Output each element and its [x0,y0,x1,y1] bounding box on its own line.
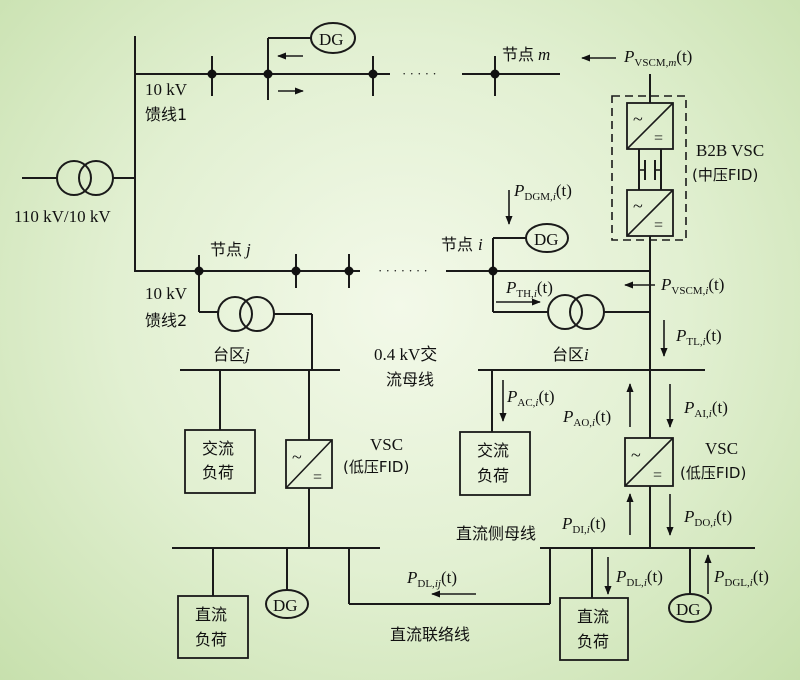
ac-bus-label-1: 0.4 kV交 [374,345,437,364]
svg-text:~: ~ [292,447,302,467]
feeder1-nodes [207,56,500,100]
district-j-label: 台区 [213,345,245,364]
dg-dc-i-label: DG [676,600,701,619]
ac-load-i [459,431,531,496]
ac-load-j [184,429,256,494]
dg-dc-j [265,589,309,619]
b2b-converter-bottom: ~ = [626,189,674,237]
dc-tie-line [348,548,551,605]
svg-text:~: ~ [631,445,641,465]
p-dl-ij: PDL,ij(t) [406,568,457,590]
p-ac-i: PAC,i(t) [506,387,555,409]
dc-load-i-label2: 负荷 [577,632,609,651]
feeder1-name: 馈线1 [145,105,187,124]
p-dgm-i: PDGM,i(t) [513,181,572,203]
b2b-subtitle: (中压FID) [692,166,758,184]
feeder1-ellipsis: · · · · · [402,66,437,81]
vsc-i-subtitle: (低压FID) [680,464,746,482]
feeder1-kv: 10 kV [145,80,188,99]
feeder2-nodes [194,254,498,312]
feeder2-kv: 10 kV [145,284,188,303]
dc-load-j-label2: 负荷 [195,630,227,649]
main-transformer [22,160,135,196]
ac-load-j-label1: 交流 [202,439,234,458]
vsc-i: ~ = [624,437,674,487]
dc-load-i-label1: 直流 [577,607,609,626]
node-j-label: 节点 [210,240,242,259]
p-di-i: PDI,i(t) [561,514,606,536]
svg-text:=: = [653,467,662,484]
dc-load-i [559,597,629,661]
district-i-var: i [584,345,589,364]
vsc-j-title: VSC [370,435,403,454]
transformer-district-i [493,294,650,330]
p-dgl-i: PDGL,i(t) [713,567,769,589]
dg-node-i-label: DG [534,230,559,249]
ac-load-i-label1: 交流 [477,441,509,460]
p-ao-i: PAO,i(t) [562,407,611,429]
dg-dc-i [668,593,712,623]
dg-feeder1-label: DG [319,30,344,49]
p-vscm-i: PVSCM,i(t) [660,275,724,297]
b2b-vsc-boundary [611,95,687,241]
b2b-dc-link [638,149,662,190]
svg-text:=: = [654,217,663,234]
district-j-var: j [243,345,250,364]
dg-dc-j-label: DG [273,596,298,615]
dg-feeder1 [267,22,356,56]
p-th-i: PTH,i(t) [505,278,553,300]
svg-text:~: ~ [633,196,643,216]
p-do-i: PDO,i(t) [683,507,732,529]
b2b-converter-top: ~ = [626,102,674,150]
main-transformer-label: 110 kV/10 kV [14,207,111,226]
dg-node-i [492,223,569,255]
p-ai-i: PAI,i(t) [683,398,728,420]
node-m-label: 节点 [502,45,534,64]
svg-text:=: = [313,469,322,486]
node-j-var: j [244,240,251,259]
ac-bus-label-2: 流母线 [386,370,434,389]
svg-text:~: ~ [633,109,643,129]
feeder2-name: 馈线2 [145,311,187,330]
dc-bus-label: 直流侧母线 [456,524,536,543]
b2b-title: B2B VSC [696,141,764,160]
vsc-j: ~ = [285,439,333,489]
feeder2-ellipsis: · · · · · · · [378,263,428,278]
p-tl-i: PTL,i(t) [675,326,722,348]
vsc-i-title: VSC [705,439,738,458]
dc-load-j-label1: 直流 [195,605,227,624]
vsc-j-subtitle: (低压FID) [343,458,409,476]
node-i-var: i [478,235,483,254]
district-i-label: 台区 [552,345,584,364]
transformer-district-j [199,296,313,370]
dc-load-j [177,595,249,659]
ac-load-j-label2: 负荷 [202,463,234,482]
node-m-var: m [538,45,550,64]
dc-tie-label: 直流联络线 [390,625,470,644]
p-vscm-m: PVSCM,m(t) [623,47,692,69]
ac-load-i-label2: 负荷 [477,466,509,485]
node-i-label: 节点 [441,235,473,254]
p-dl-i: PDL,i(t) [615,567,663,589]
svg-text:=: = [654,130,663,147]
